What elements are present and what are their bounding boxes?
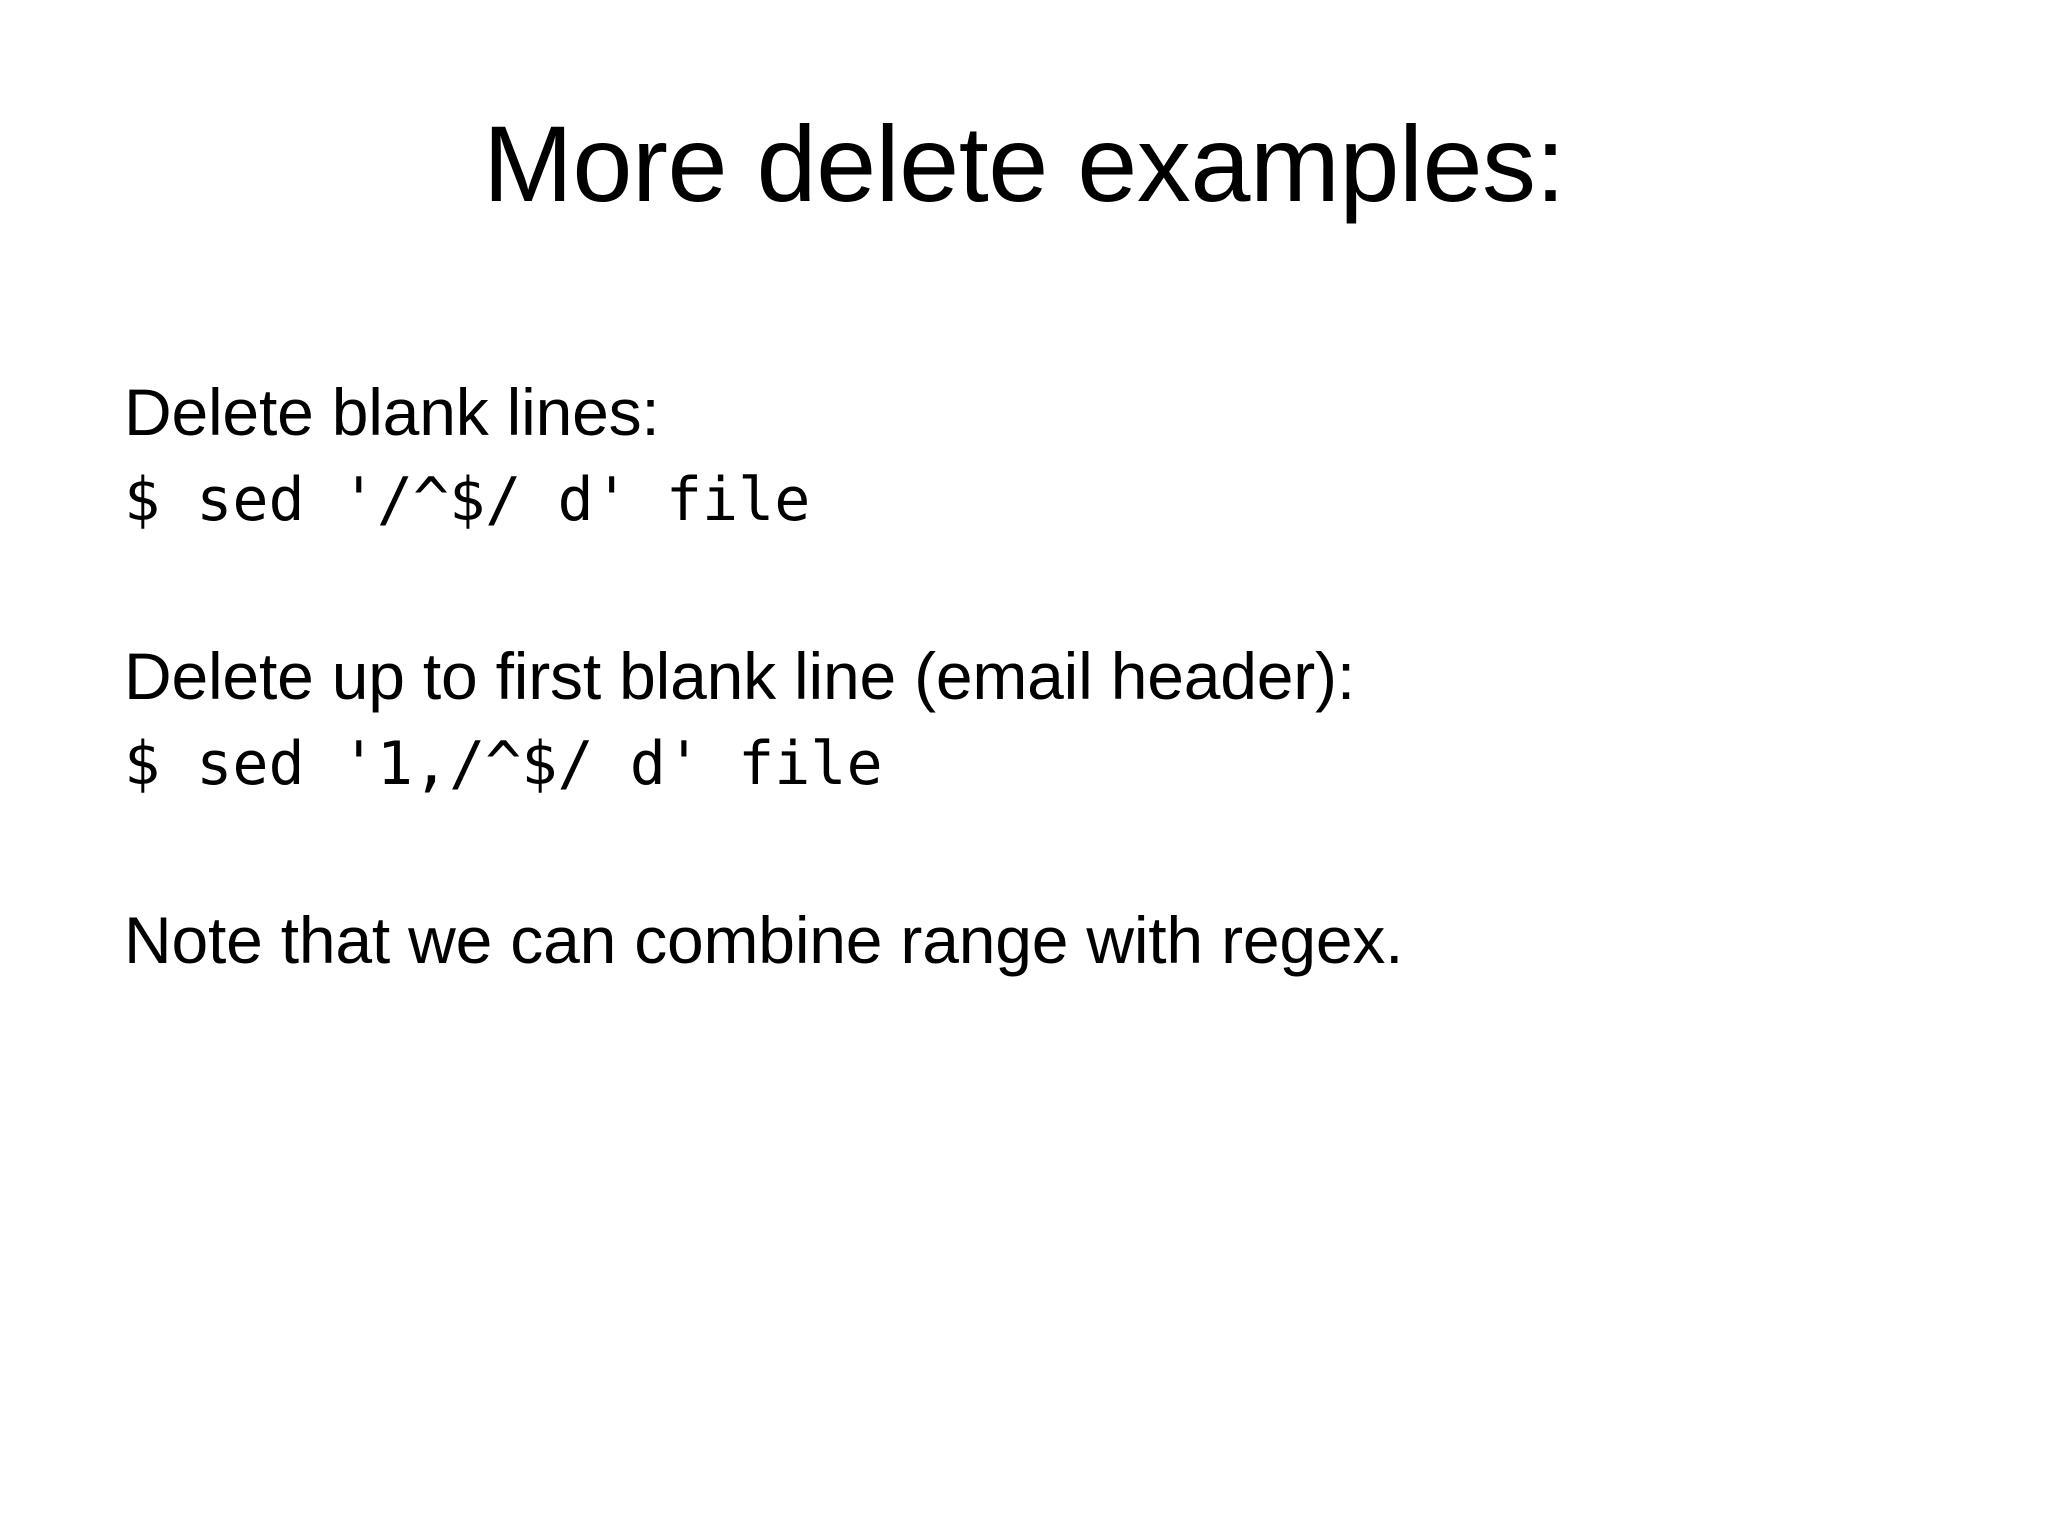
- body-line-note-range-regex: Note that we can combine range with rege…: [124, 903, 1404, 977]
- page-title: More delete examples:: [482, 103, 1566, 224]
- code-line-sed-delete-range: $ sed '1,/^$/ d' file: [124, 729, 883, 799]
- body-line-delete-blank-lines: Delete blank lines:: [124, 375, 660, 449]
- body-line-spacer-1: [124, 544, 1968, 632]
- body-line-delete-email-header: Delete up to first blank line (email hea…: [124, 639, 1355, 713]
- code-line-sed-delete-blank: $ sed '/^$/ d' file: [124, 465, 811, 535]
- body-line-spacer-2: [124, 808, 1968, 896]
- slide-body: Delete blank lines: $ sed '/^$/ d' file …: [124, 368, 1968, 984]
